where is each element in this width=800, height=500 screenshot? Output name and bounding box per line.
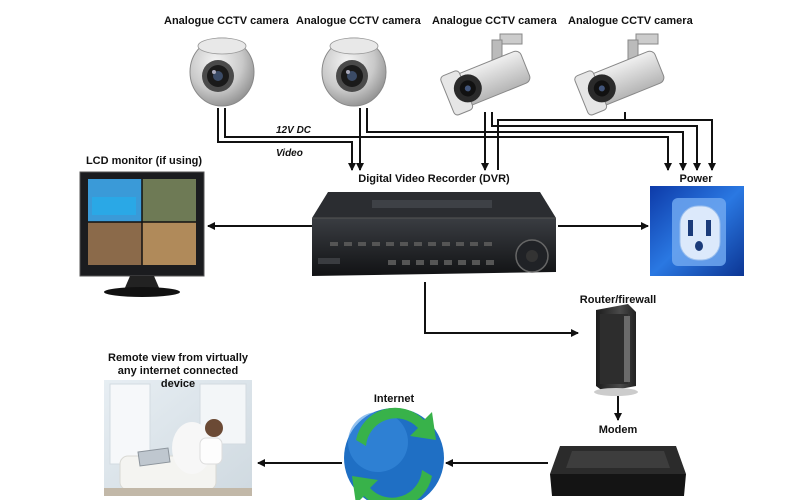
dvr-label: Digital Video Recorder (DVR) [358,173,510,185]
bullet-camera-icon [440,33,531,116]
cam1-video-line [217,108,356,171]
camera-2-label: Analogue CCTV camera [296,15,421,27]
video-label: Video [276,148,303,159]
router-icon [594,304,638,396]
camera-1-label: Analogue CCTV camera [164,15,289,27]
power-label: Power [679,173,713,185]
router-label: Router/firewall [579,294,657,306]
internet-label: Internet [373,393,415,405]
cam3-power-line [491,112,701,171]
dome-camera-icon [189,37,255,107]
cam2-power-line [366,108,687,171]
dome-camera-icon [321,37,387,107]
remote-user-photo [104,380,252,496]
modem-label: Modem [598,424,638,436]
dvr-router-line [424,282,579,337]
camera-3-label: Analogue CCTV camera [432,15,557,27]
globe-icon [344,407,444,500]
modem-icon [550,446,686,496]
connection-lines [207,108,716,467]
power-outlet-icon [650,186,744,276]
lcd-monitor-label: LCD monitor (if using) [85,155,203,167]
bullet-camera-icon [574,33,665,116]
12v-dc-label: 12V DC [276,125,312,136]
monitor-icon [79,171,205,297]
cam1-power-line [224,108,672,171]
camera-4-label: Analogue CCTV camera [568,15,693,27]
dvr-icon [312,192,556,276]
cam4-video-line [497,119,716,171]
remote-view-label: Remote view from virtually any internet … [108,352,248,390]
